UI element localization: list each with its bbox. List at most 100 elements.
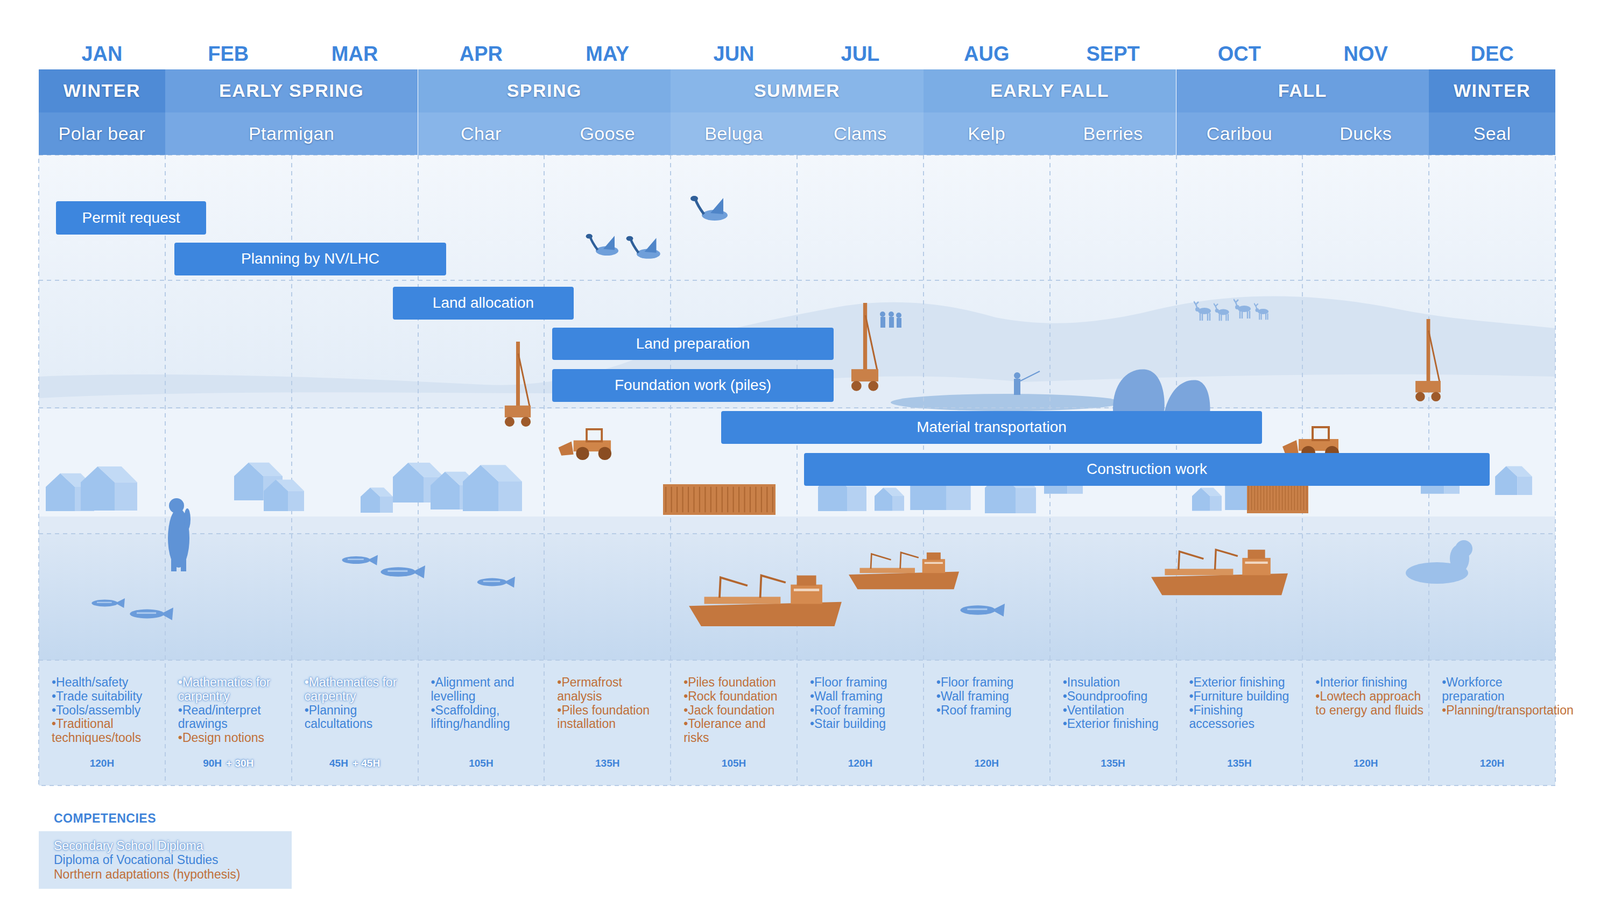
animal-band: Char — [418, 112, 545, 155]
legend-text: Diploma of Vocational Studies — [53, 853, 219, 868]
illustration-rect — [889, 316, 894, 328]
illustration-rect — [38, 154, 1556, 786]
band-label: EARLY SPRING — [219, 80, 364, 102]
month-label: AUG — [923, 41, 1050, 66]
illustration-line — [1020, 371, 1040, 382]
competency-item: •Exterior finishing — [1062, 717, 1173, 732]
competency-item: •Soundproofing — [1062, 689, 1173, 704]
column-notes: •Floor framing•Wall framing•Roof framing — [936, 675, 1046, 718]
task-bar: Permit request — [55, 201, 207, 235]
legend-heading: COMPETENCIES — [53, 811, 157, 827]
competency-item: •Mathematics for carpentry — [304, 675, 414, 704]
competency-item: •Insulation — [1062, 675, 1173, 690]
task-bar: Construction work — [804, 453, 1490, 486]
hours-label: 135H — [1227, 757, 1252, 770]
illustration-line — [164, 154, 166, 786]
band-label: Char — [460, 123, 502, 145]
illustration-use — [129, 607, 174, 620]
hours-label: 120H — [974, 757, 999, 770]
hours-label: + 45H — [352, 757, 380, 770]
illustration-use — [91, 598, 125, 609]
illustration-use — [586, 234, 619, 256]
animal-band: Goose — [544, 112, 671, 155]
hours-row: 120H — [38, 757, 166, 770]
illustration-use — [462, 464, 523, 512]
illustration-use — [477, 576, 516, 588]
competency-item: •Trade suitability — [51, 689, 161, 704]
geese — [586, 195, 728, 259]
competency-item: •Jack foundation — [683, 703, 793, 718]
month-label: OCT — [1176, 41, 1303, 66]
month-label: DEC — [1428, 41, 1556, 66]
illustration-use — [960, 603, 1005, 617]
competency-item: •Tolerance and risks — [683, 717, 793, 746]
competency-item: •Floor framing — [809, 675, 920, 690]
hours-row: 45H+ 45H — [291, 757, 419, 770]
illustration-use — [874, 488, 905, 512]
illustration-use — [1193, 301, 1211, 321]
month-label: JUL — [797, 41, 924, 66]
seal — [1405, 540, 1473, 584]
illustration-use — [851, 302, 879, 392]
season-band: EARLY SPRING — [165, 69, 419, 113]
hours-row: 105H — [418, 757, 545, 770]
legend-text: Secondary School Diploma — [53, 839, 203, 854]
season-band: WINTER — [1428, 69, 1556, 113]
competency-item: •Roof framing — [809, 703, 920, 718]
hours-label: 135H — [595, 757, 620, 770]
band-label: SPRING — [506, 80, 582, 102]
competency-item: •Lowtech approach to energy and fluids — [1315, 689, 1425, 718]
animal-band: Ptarmigan — [165, 112, 419, 155]
grid — [38, 154, 1556, 786]
column-notes: •Piles foundation•Rock foundation•Jack f… — [683, 675, 793, 746]
competency-item: •Mathematics for carpentry — [178, 675, 288, 704]
illustration-use — [663, 484, 776, 516]
competency-item: •Interior finishing — [1315, 675, 1425, 690]
column-notes: •Mathematics for carpentry•Read/interpre… — [178, 675, 288, 746]
task-bar: Land preparation — [552, 327, 834, 361]
band-label: Goose — [579, 123, 636, 145]
animal-band: Beluga — [670, 112, 798, 155]
illustration-use — [1233, 299, 1251, 319]
competency-item: •Design notions — [178, 731, 288, 746]
hours-row: 90H+ 30H — [165, 757, 292, 770]
illustration-use — [690, 195, 728, 221]
column-notes: •Insulation•Soundproofing•Ventilation•Ex… — [1062, 675, 1173, 732]
column-notes: •Interior finishing•Lowtech approach to … — [1315, 675, 1425, 718]
illustration-circle — [1455, 540, 1473, 558]
illustration-use — [1415, 319, 1441, 402]
illustration-use — [1192, 488, 1222, 512]
ice-hole — [890, 393, 1123, 412]
hours-label: 120H — [848, 757, 873, 770]
competency-item: •Wall framing — [936, 689, 1046, 704]
legend-box: Secondary School DiplomaDiploma of Vocat… — [38, 831, 292, 890]
illustration-use — [380, 565, 426, 579]
season-band: WINTER — [38, 69, 166, 113]
band-label: FALL — [1278, 80, 1328, 102]
illustration-use — [626, 236, 661, 259]
competency-item: •Workforce preparation — [1441, 675, 1552, 704]
hours-row: 135H — [1176, 757, 1303, 770]
band-label: WINTER — [1453, 80, 1531, 102]
hours-label: + 30H — [226, 757, 254, 770]
band-label: Clams — [833, 123, 887, 145]
competency-item: •Planning/transportation — [1441, 703, 1552, 718]
hours-row: 120H — [1302, 757, 1429, 770]
month-label: NOV — [1302, 41, 1429, 66]
illustration-use — [342, 554, 379, 566]
season-band: FALL — [1176, 69, 1430, 113]
hours-label: 120H — [89, 757, 115, 770]
task-bar: Material transportation — [721, 411, 1263, 444]
illustration-use — [263, 480, 305, 512]
illustration-line — [38, 533, 1556, 535]
task-label: Permit request — [81, 209, 180, 227]
task-bar: Land allocation — [392, 286, 574, 320]
illustration-use — [688, 575, 842, 627]
illustration-rect — [171, 559, 177, 572]
illustration-line — [796, 154, 798, 786]
task-bar: Planning by NV/LHC — [174, 242, 447, 276]
ships — [688, 550, 1288, 627]
illustration-line — [670, 154, 672, 786]
column-notes: •Health/safety•Trade suitability•Tools/a… — [51, 675, 161, 746]
hours-row: 120H — [797, 757, 924, 770]
